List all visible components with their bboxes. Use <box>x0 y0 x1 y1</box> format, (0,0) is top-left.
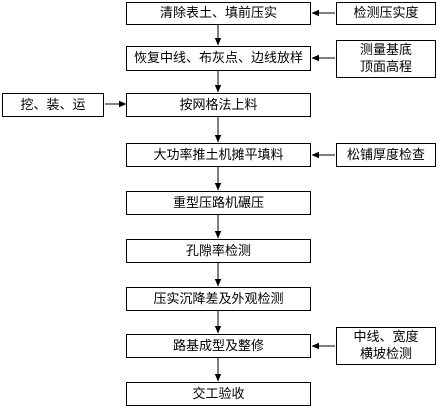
side-label-line2: 顶面高程 <box>359 60 412 75</box>
step-label: 孔隙率检测 <box>185 243 251 259</box>
step-label: 恢复中线、布灰点、边线放样 <box>133 51 303 66</box>
side-label: 松铺厚度检查 <box>346 147 425 163</box>
step-handover-acceptance: 交工验收 <box>126 382 311 406</box>
side-label-line1: 中线、宽度 <box>353 330 419 345</box>
step-label: 大功率推土机摊平填料 <box>153 147 284 163</box>
side-compaction-check: 检测压实度 <box>336 2 436 25</box>
step-porosity-test: 孔隙率检测 <box>126 239 311 263</box>
step-subgrade-finishing: 路基成型及整修 <box>126 334 311 358</box>
step-restore-centerline: 恢复中线、布灰点、边线放样 <box>126 46 311 71</box>
step-settlement-appearance-test: 压实沉降差及外观检测 <box>126 287 311 311</box>
step-label: 按网格法上料 <box>179 97 258 113</box>
step-heavy-roller-compaction: 重型压路机碾压 <box>126 191 311 215</box>
step-grid-loading: 按网格法上料 <box>126 93 311 117</box>
step-label: 交工验收 <box>192 386 245 402</box>
side-survey-elevation: 测量基底 顶面高程 <box>336 40 436 78</box>
side-loose-thickness-check: 松铺厚度检查 <box>336 143 436 167</box>
step-label: 清除表土、填前压实 <box>159 6 277 21</box>
side-excavate-load-haul: 挖、装、运 <box>2 93 104 117</box>
side-label-line1: 测量基底 <box>359 43 412 58</box>
side-label: 检测压实度 <box>353 6 419 21</box>
step-label: 压实沉降差及外观检测 <box>153 291 284 307</box>
step-clear-topsoil: 清除表土、填前压实 <box>126 2 311 25</box>
step-label: 路基成型及整修 <box>172 338 264 354</box>
step-label: 重型压路机碾压 <box>172 195 264 211</box>
side-centerline-width-slope: 中线、宽度 横坡检测 <box>336 327 436 365</box>
step-bulldozer-spreading: 大功率推土机摊平填料 <box>126 143 311 167</box>
side-label-line2: 横坡检测 <box>359 347 412 362</box>
side-label: 挖、装、运 <box>20 97 86 113</box>
